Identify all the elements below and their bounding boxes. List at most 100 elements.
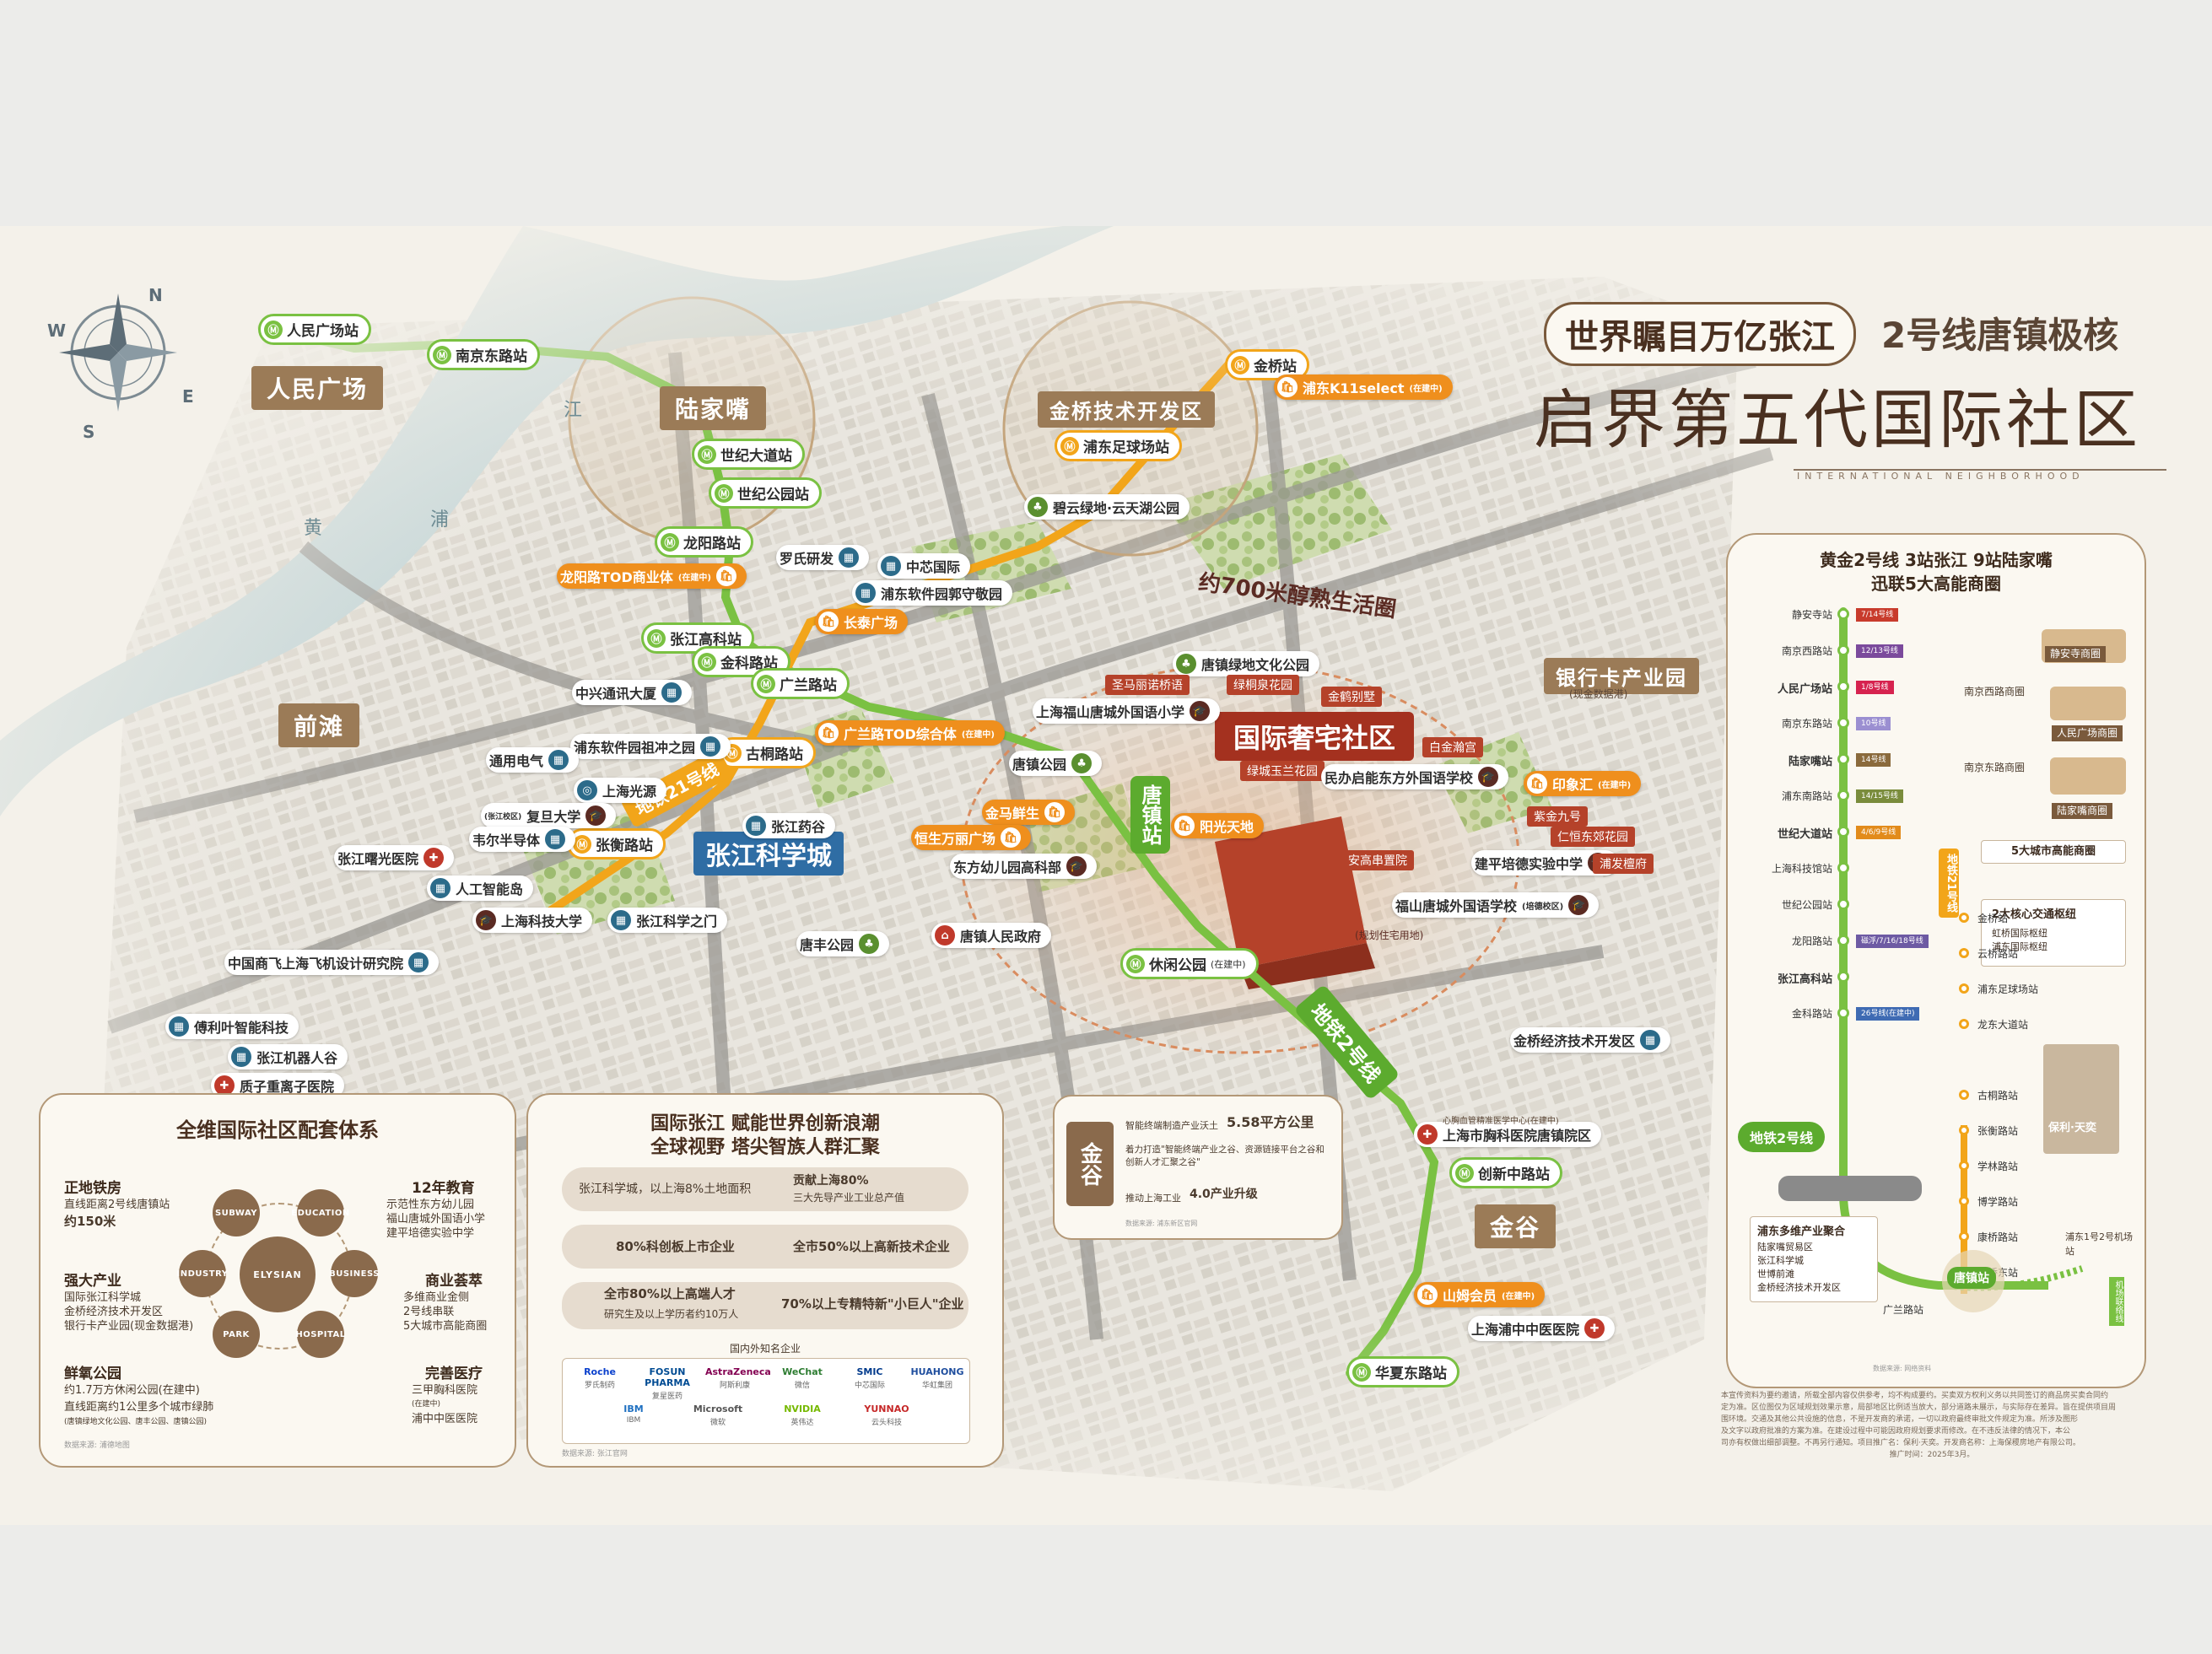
line2-station-dot[interactable] (1837, 935, 1849, 946)
line2-station-dot[interactable] (1837, 898, 1849, 910)
line2-station-dot[interactable] (1837, 862, 1849, 874)
compass-rose (59, 294, 177, 412)
poi-zijin[interactable]: 紫金九号 (1527, 806, 1588, 827)
line21-station-dot[interactable] (1959, 1231, 1969, 1242)
poi-note: (在建中) (1598, 780, 1632, 790)
line2-station-dot[interactable] (1837, 644, 1849, 656)
poi-weier[interactable]: 韦尔半导体▦ (469, 827, 576, 852)
office-icon: ▦ (855, 583, 876, 603)
line2-station-label: 龙阳路站 (1791, 935, 1832, 947)
poi-dongfang-kg[interactable]: 东方幼儿园高科部🎓 (950, 854, 1098, 879)
line21-station-dot[interactable] (1959, 948, 1969, 958)
line2-station-dot[interactable] (1837, 826, 1849, 838)
line2-station-dot[interactable] (1837, 1007, 1849, 1019)
poi-chest-hosp[interactable]: ✚上海市胸科医院唐镇院区 (1414, 1122, 1602, 1147)
poi-tongyong[interactable]: 通用电气▦ (486, 747, 580, 773)
station-label: 广兰路站 (780, 677, 837, 694)
poi-changtai[interactable]: 🛍长泰广场 (815, 609, 909, 634)
poi-tangzhen-park[interactable]: 唐镇公园♣ (1009, 751, 1103, 776)
line-transfer-tag: 磁浮/7/16/18号线 (1856, 935, 1929, 948)
poi-tcm-hosp[interactable]: 上海浦中中医医院✚ (1468, 1316, 1616, 1341)
line21-station-dot[interactable] (1959, 1161, 1969, 1171)
poi-k11[interactable]: 🛍浦东K11select(在建中) (1274, 374, 1453, 400)
amenity-text: (唐镇绿地文化公园、唐丰公园、唐镇公园) (64, 1418, 208, 1426)
mall-label: 静安寺商圈 (2045, 646, 2107, 662)
line2-station-dot[interactable] (1837, 608, 1849, 620)
poi-soft-guoshou[interactable]: ▦浦东软件园郭守敬园 (852, 580, 1013, 606)
poi-zj-gate[interactable]: ▦张江科学之门 (607, 908, 728, 933)
region-jinqiao: 金桥技术开发区 (1038, 391, 1215, 428)
poi-comac[interactable]: 中国商飞上海飞机设计研究院▦ (224, 950, 440, 975)
line21-station-dot[interactable] (1959, 1090, 1969, 1100)
poi-tanyuan[interactable]: 浦发檀府 (1593, 854, 1654, 874)
poi-fuliye[interactable]: ▦傅利叶智能科技 (165, 1014, 299, 1039)
line2-station-dot[interactable] (1837, 971, 1849, 983)
poi-jinxin[interactable]: 金鹤别墅 (1321, 687, 1382, 707)
line21-station-label: 张衡路站 (1977, 1125, 2019, 1137)
poi-longyang-tod[interactable]: 龙阳路TOD商业体(在建中)🛍 (557, 563, 747, 589)
poi-jinqiao-econ[interactable]: 金桥经济技术开发区▦ (1510, 1027, 1671, 1053)
region-luxury: 国际奢宅社区 (1215, 712, 1415, 761)
poi-zhongxing[interactable]: 中兴通讯大厦▦ (572, 680, 693, 705)
poi-anxin[interactable]: 安高串置院 (1341, 850, 1414, 870)
poi-shengmadeli[interactable]: 圣马丽诺桥语 (1105, 675, 1190, 695)
poi-minban[interactable]: 民办启能东方外国语学校🎓 (1321, 764, 1509, 789)
poi-baijin[interactable]: 白金瀚宫 (1422, 737, 1483, 757)
poi-ai-island[interactable]: ▦人工智能岛 (427, 875, 534, 901)
line2-station-dot[interactable] (1837, 681, 1849, 692)
poi-jinmafresh[interactable]: 金马鲜生🛍 (982, 800, 1076, 825)
poi-renheng[interactable]: 仁恒东郊花园 (1551, 827, 1635, 847)
office-icon: ▦ (1640, 1030, 1661, 1050)
line2-station-dot[interactable] (1837, 753, 1849, 765)
poi-yangguang[interactable]: 🛍阳光天地 (1171, 813, 1265, 838)
poi-robot[interactable]: ▦张江机器人谷 (228, 1044, 348, 1069)
poi-tangfeng[interactable]: 唐丰公园♣ (796, 931, 890, 956)
poi-tangzhen-gov[interactable]: ⌂唐镇人民政府 (931, 923, 1052, 948)
poi-yaogu[interactable]: ▦张江药谷 (742, 813, 836, 838)
poi-guanglan-tod[interactable]: 🛍广兰路TOD综合体(在建中) (815, 720, 1005, 746)
poi-fushan-school[interactable]: 上海福山唐城外国语小学🎓 (1033, 698, 1221, 724)
poi-guangyuan[interactable]: ◎上海光源 (574, 778, 667, 803)
poi-xiguang[interactable]: 张江曙光医院✚ (334, 845, 455, 870)
poi-fudan[interactable]: (张江校区)复旦大学🎓 (481, 803, 617, 828)
poi-lvtong[interactable]: 绿桐泉花园 (1227, 675, 1299, 695)
line2-station-dot[interactable] (1837, 717, 1849, 729)
poi-smic[interactable]: ▦中芯国际 (877, 553, 971, 579)
line21-station-dot[interactable] (1959, 1019, 1969, 1029)
poi-fushan-lang[interactable]: 福山唐城外国语学校(培德校区)🎓 (1392, 892, 1600, 918)
line2-label[interactable]: 地铁2号线 (1738, 1122, 1826, 1152)
jingu-line: 推动上海工业 (1125, 1193, 1181, 1204)
poi-soft-zuchong[interactable]: 浦东软件园祖冲之园▦ (570, 734, 731, 759)
poi-hengsheng[interactable]: 恒生万丽广场🛍 (911, 825, 1032, 850)
poi-luoshi[interactable]: 罗氏研发▦ (776, 545, 870, 570)
poi-shtech[interactable]: 🎓上海科技大学 (472, 908, 593, 933)
poi-yinxiang[interactable]: 🛍印象汇(在建中) (1524, 771, 1642, 796)
panel-amenities-title: 全维国际社区配套体系 (176, 1118, 379, 1142)
line21-station-dot[interactable] (1959, 1196, 1969, 1206)
tangzhen-label[interactable]: 唐镇站 (1947, 1267, 1996, 1289)
subway-icon: SUBWAY (213, 1189, 260, 1236)
poi-biyun[interactable]: ♣碧云绿地·云天湖公园 (1024, 494, 1190, 520)
line21-station-dot[interactable] (1959, 983, 1969, 994)
poi-lvyu[interactable]: 绿城玉兰花园 (1240, 761, 1325, 781)
line21-station-dot[interactable] (1959, 913, 1969, 923)
poi-tangzhen-cultural[interactable]: ♣唐镇绿地文化公园 (1173, 651, 1320, 676)
line21-station-dot[interactable] (1959, 1125, 1969, 1135)
stat-bar (562, 1282, 968, 1329)
poi-sams[interactable]: 🛍山姆会员(在建中) (1414, 1282, 1546, 1307)
hospital-icon: ✚ (1417, 1124, 1438, 1145)
line2-station-dot[interactable] (1837, 789, 1849, 801)
tangzhen-station-badge[interactable]: 唐镇站 (1130, 776, 1170, 854)
